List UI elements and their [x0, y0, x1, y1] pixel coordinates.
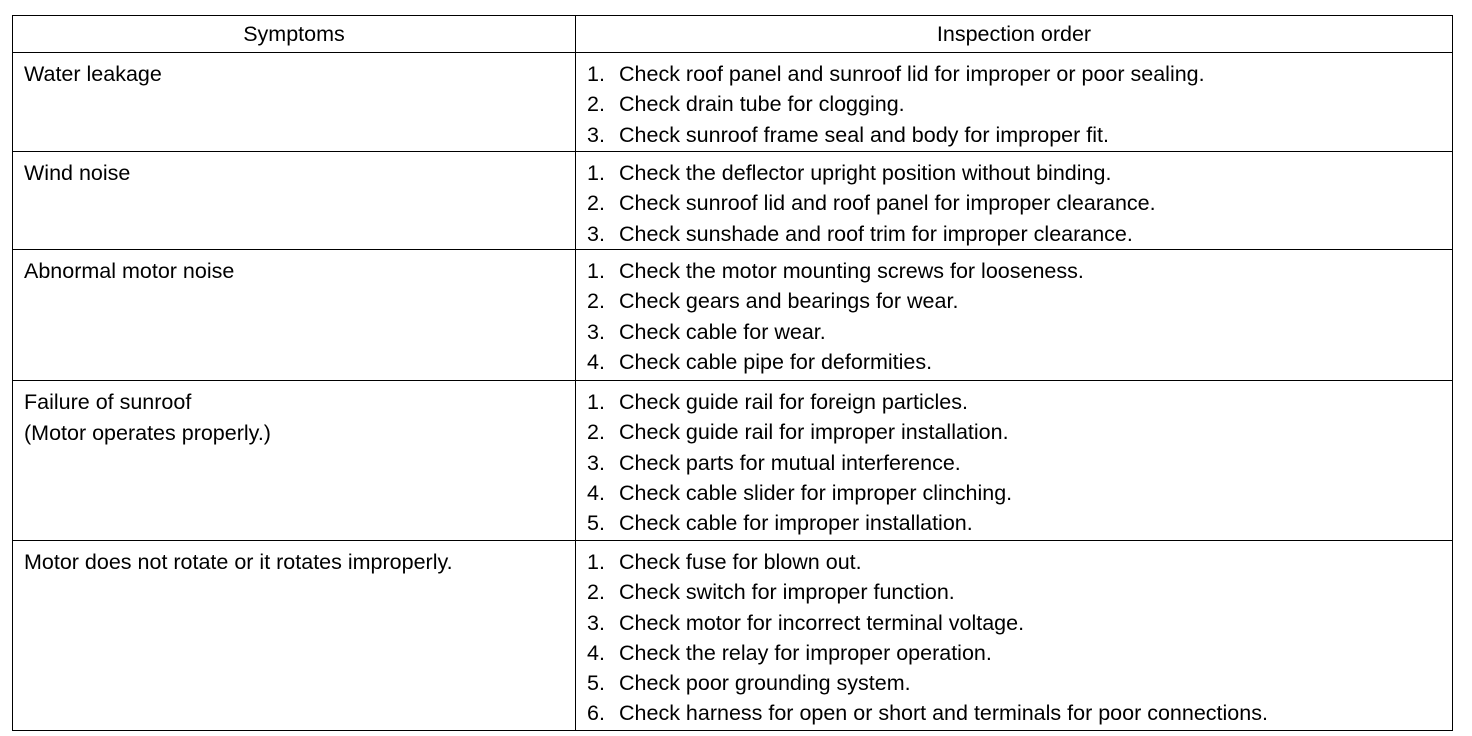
step-number: 1. — [587, 390, 605, 414]
step-number: 1. — [587, 550, 605, 574]
step-number: 3. — [587, 610, 605, 635]
step-number: 2. — [587, 420, 605, 445]
steps-cell: 1. Check fuse for blown out. 2. Check swit… — [575, 540, 1453, 731]
list-item: 5. Check cable for improper installation. — [587, 508, 1452, 538]
step-number: 1. — [587, 62, 605, 86]
inspection-table: Symptoms Inspection order Water leakage … — [12, 15, 1453, 731]
step-text: Check roof panel and sunroof lid for imp… — [619, 62, 1205, 86]
list-item: 2. Check sunroof lid and roof panel for i… — [587, 188, 1452, 218]
step-text: Check sunroof frame seal and body for im… — [619, 122, 1109, 147]
step-text: Check cable for improper installation. — [619, 511, 973, 535]
list-item: 2. Check drain tube for clogging. — [587, 89, 1452, 119]
step-number: 3. — [587, 450, 605, 475]
step-text: Check the deflector upright position wit… — [619, 161, 1112, 185]
list-item: 4. Check the relay for improper operation… — [587, 638, 1452, 668]
list-item: 1. Check roof panel and sunroof lid for i… — [587, 59, 1452, 89]
step-text: Check sunshade and roof trim for imprope… — [619, 221, 1133, 246]
list-item: 3. Check motor for incorrect terminal vol… — [587, 608, 1452, 638]
step-number: 2. — [587, 92, 605, 117]
list-item: 2. Check gears and bearings for wear. — [587, 286, 1452, 316]
symptom-cell: Abnormal motor noise — [12, 249, 576, 381]
steps-cell: 1. Check roof panel and sunroof lid for i… — [575, 52, 1453, 152]
list-item: 3. Check cable for wear. — [587, 317, 1452, 347]
step-text: Check harness for open or short and term… — [619, 701, 1268, 726]
list-item: 1. Check fuse for blown out. — [587, 547, 1452, 577]
step-text: Check gears and bearings for wear. — [619, 289, 959, 314]
symptom-cell: Water leakage — [12, 52, 576, 152]
list-item: 6. Check harness for open or short and te… — [587, 698, 1452, 728]
step-number: 3. — [587, 122, 605, 147]
step-number: 6. — [587, 701, 605, 726]
list-item: 3. Check sunshade and roof trim for impro… — [587, 219, 1452, 249]
step-text: Check parts for mutual interference. — [619, 450, 961, 475]
symptom-cell: Wind noise — [12, 151, 576, 250]
steps-cell: 1. Check the motor mounting screws for lo… — [575, 249, 1453, 381]
step-text: Check fuse for blown out. — [619, 550, 862, 574]
step-number: 1. — [587, 161, 605, 185]
list-item: 1. Check the deflector upright position w… — [587, 158, 1452, 188]
symptom-text: Water leakage — [24, 62, 162, 86]
step-number: 3. — [587, 221, 605, 246]
table-row: Abnormal motor noise 1. Check the motor m… — [12, 249, 1453, 381]
step-number: 5. — [587, 671, 605, 695]
list-item: 4. Check cable slider for improper clinch… — [587, 478, 1452, 508]
step-number: 4. — [587, 480, 605, 505]
step-number: 2. — [587, 191, 605, 216]
step-text: Check cable for wear. — [619, 319, 826, 344]
step-text: Check switch for improper function. — [619, 580, 955, 605]
step-text: Check drain tube for clogging. — [619, 92, 905, 117]
list-item: 1. Check guide rail for foreign particles… — [587, 387, 1452, 417]
header-row: Symptoms Inspection order — [12, 15, 1453, 53]
step-number: 4. — [587, 640, 605, 665]
steps-cell: 1. Check guide rail for foreign particles… — [575, 380, 1453, 541]
list-item: 4. Check cable pipe for deformities. — [587, 347, 1452, 377]
step-number: 2. — [587, 289, 605, 314]
list-item: 1. Check the motor mounting screws for lo… — [587, 256, 1452, 286]
table-row: Wind noise 1. Check the deflector upright… — [12, 151, 1453, 250]
step-text: Check guide rail for foreign particles. — [619, 390, 968, 414]
symptom-note: (Motor operates properly.) — [24, 420, 271, 445]
table-row: Water leakage 1. Check roof panel and sun… — [12, 52, 1453, 152]
steps-cell: 1. Check the deflector upright position w… — [575, 151, 1453, 250]
step-text: Check cable slider for improper clinchin… — [619, 480, 1013, 505]
list-item: 3. Check parts for mutual interference. — [587, 448, 1452, 478]
symptom-text: Motor does not rotate or it rotates impr… — [24, 550, 453, 574]
step-number: 4. — [587, 349, 605, 374]
table-row: Motor does not rotate or it rotates impr… — [12, 540, 1453, 731]
list-item: 2. Check switch for improper function. — [587, 577, 1452, 607]
step-text: Check the motor mounting screws for loos… — [619, 259, 1084, 283]
step-text: Check sunroof lid and roof panel for imp… — [619, 191, 1156, 216]
table-row: Failure of sunroof (Motor operates prope… — [12, 380, 1453, 541]
symptom-cell: Failure of sunroof (Motor operates prope… — [12, 380, 576, 541]
step-text: Check motor for incorrect terminal volta… — [619, 610, 1025, 635]
step-number: 3. — [587, 319, 605, 344]
step-number: 5. — [587, 511, 605, 535]
symptom-cell: Motor does not rotate or it rotates impr… — [12, 540, 576, 731]
list-item: 2. Check guide rail for improper installa… — [587, 417, 1452, 447]
step-text: Check poor grounding system. — [619, 671, 911, 695]
list-item: 5. Check poor grounding system. — [587, 668, 1452, 698]
step-text: Check guide rail for improper installati… — [619, 420, 1009, 445]
header-symptoms: Symptoms — [12, 15, 576, 53]
header-inspection-order: Inspection order — [575, 15, 1453, 53]
step-text: Check cable pipe for deformities. — [619, 349, 933, 374]
step-number: 2. — [587, 580, 605, 605]
symptom-text: Wind noise — [24, 161, 131, 185]
step-number: 1. — [587, 259, 605, 283]
symptom-text: Failure of sunroof — [24, 390, 192, 414]
list-item: 3. Check sunroof frame seal and body for … — [587, 120, 1452, 150]
step-text: Check the relay for improper operation. — [619, 640, 992, 665]
symptom-text: Abnormal motor noise — [24, 259, 235, 283]
